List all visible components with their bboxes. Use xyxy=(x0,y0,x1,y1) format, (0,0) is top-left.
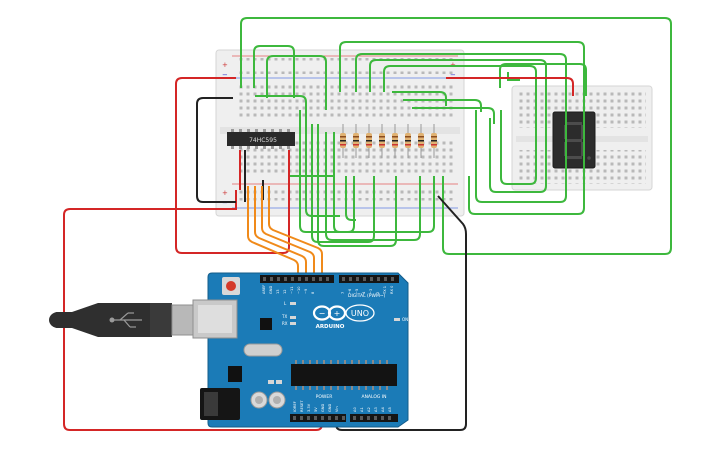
arduino-infinity-logo-icon xyxy=(312,305,347,321)
svg-text:GND: GND xyxy=(328,404,332,412)
svg-text:5V: 5V xyxy=(314,407,318,412)
orange-wires xyxy=(247,186,323,282)
resistor[interactable] xyxy=(379,124,385,158)
svg-text:RESET: RESET xyxy=(300,400,304,412)
svg-text:−: − xyxy=(450,71,456,79)
svg-text:IOREF: IOREF xyxy=(293,401,297,412)
svg-text:+: + xyxy=(222,61,228,69)
power-pin-labels: IOREF RESET 3.3V 5V GND GND Vin xyxy=(293,400,339,412)
svg-text:Vin: Vin xyxy=(335,406,339,412)
svg-text:~11: ~11 xyxy=(290,286,294,294)
resistor[interactable] xyxy=(366,124,372,158)
resistor-array xyxy=(340,124,437,158)
svg-text:A1: A1 xyxy=(360,407,364,412)
analog-label: ANALOG IN xyxy=(361,394,386,400)
svg-text:3.3V: 3.3V xyxy=(307,403,311,412)
svg-text:GND: GND xyxy=(269,286,273,294)
l-label: L xyxy=(284,301,287,306)
svg-text:~10: ~10 xyxy=(297,286,301,294)
svg-text:−: − xyxy=(222,71,228,79)
svg-text:RX 0: RX 0 xyxy=(390,285,394,294)
display-digit: 8 xyxy=(0,0,1,1)
svg-text:13: 13 xyxy=(276,289,280,294)
svg-text:A0: A0 xyxy=(353,407,357,412)
board-brand: ARDUINO xyxy=(316,324,345,330)
resistor[interactable] xyxy=(340,124,346,158)
svg-text:~3: ~3 xyxy=(369,289,373,294)
ic-label: 74HC595 xyxy=(249,137,277,144)
rx-label: RX xyxy=(282,321,288,326)
resistor[interactable] xyxy=(405,124,411,158)
digital-label: DIGITAL (PWM~) xyxy=(348,293,386,299)
on-label: ON xyxy=(402,317,408,322)
resistor[interactable] xyxy=(431,124,437,158)
svg-text:A5: A5 xyxy=(388,407,392,412)
svg-text:~9: ~9 xyxy=(304,288,308,294)
analog-pin-labels: A0 A1 A2 A3 A4 A5 xyxy=(353,407,392,412)
resistor[interactable] xyxy=(353,124,359,158)
svg-text:AREF: AREF xyxy=(262,285,266,294)
svg-text:8: 8 xyxy=(311,291,315,294)
svg-text:A3: A3 xyxy=(374,407,378,412)
svg-text:GND: GND xyxy=(321,404,325,412)
power-label: POWER xyxy=(316,394,333,400)
svg-text:~6: ~6 xyxy=(348,288,352,294)
svg-text:4: 4 xyxy=(362,291,366,294)
tx-label: TX xyxy=(281,314,287,319)
svg-text:A2: A2 xyxy=(367,407,371,412)
green-wires xyxy=(240,17,672,255)
svg-text:−: − xyxy=(319,309,326,318)
resistor[interactable] xyxy=(418,124,424,158)
svg-text:12: 12 xyxy=(283,289,287,294)
svg-text:7: 7 xyxy=(341,292,345,294)
svg-text:2: 2 xyxy=(376,292,380,294)
usb-cable-icon xyxy=(49,303,195,337)
arduino-uno-board[interactable]: − + ARDUINO UNO DIGITAL (PWM~) POWER ANA… xyxy=(192,272,409,428)
shift-register-ic[interactable]: 74HC595 xyxy=(227,129,295,149)
svg-text:+: + xyxy=(222,189,228,197)
digital-pin-labels: AREF GND 13 12 ~11 ~10 ~9 8 7 ~6 ~5 4 ~3… xyxy=(262,285,394,295)
svg-text:A4: A4 xyxy=(381,407,385,412)
resistor[interactable] xyxy=(392,124,398,158)
svg-text:~5: ~5 xyxy=(355,289,359,294)
board-model: UNO xyxy=(351,309,369,318)
svg-text:TX 1: TX 1 xyxy=(383,286,387,295)
svg-text:+: + xyxy=(334,309,341,318)
